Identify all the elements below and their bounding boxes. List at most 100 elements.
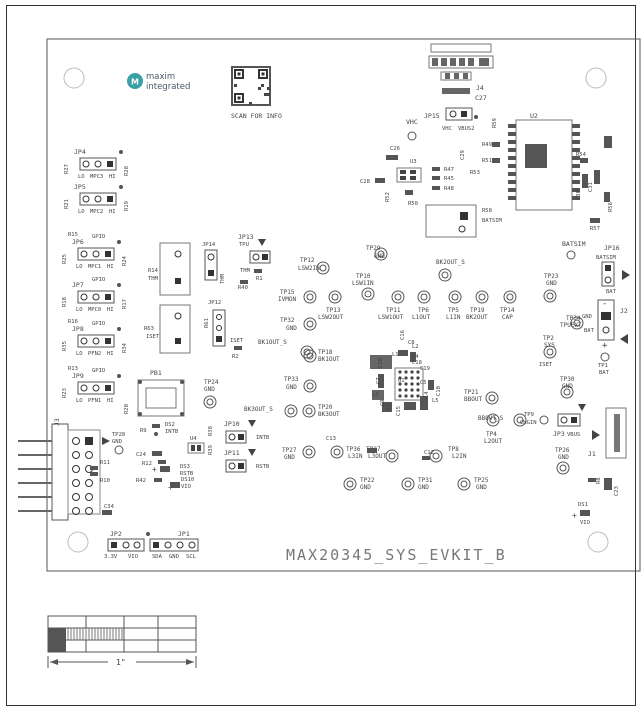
jumper-jp11[interactable] (225, 459, 247, 473)
testpoint-bbout_s[interactable]: BBOUT_S (478, 413, 527, 427)
connector-j2[interactable] (597, 299, 615, 341)
label-jp4-hi: HI (109, 174, 116, 180)
label-r52: R52 (385, 192, 391, 202)
label-l2out: L2OUT (484, 438, 502, 445)
jumper-jp13[interactable] (249, 250, 271, 264)
label-iset2: ISET (539, 362, 553, 368)
label-vio: VIO (128, 554, 138, 560)
label-rstb: RSTB (256, 464, 270, 470)
label-tp33: TP33 (284, 376, 299, 383)
label-jp9: JP9 (72, 372, 84, 380)
label-r58: R58 (482, 208, 492, 214)
label-thm-r14: THM (148, 276, 159, 282)
testpoint-tp28[interactable] (114, 445, 124, 455)
label-bbout: BBOUT (464, 396, 482, 403)
label-c5: C5 (420, 380, 427, 386)
label-c9: C9 (380, 399, 386, 406)
label-pb1: PB1 (150, 369, 162, 377)
label-r14: R14 (148, 268, 159, 274)
label-gnd32: GND (286, 325, 297, 332)
label-u3: U3 (410, 159, 417, 165)
jumper-jp2[interactable] (107, 538, 145, 552)
maxim-logo: M maxim integrated (127, 72, 190, 92)
testpoint-vhc[interactable] (407, 131, 417, 141)
mounting-hole (587, 531, 609, 553)
board-outline (46, 38, 641, 572)
label-intb: INTB (256, 435, 270, 441)
label-jp8: JP8 (72, 325, 84, 333)
jumper-jp10[interactable] (225, 430, 247, 444)
label-tp22: TP22 (360, 477, 375, 484)
mounting-hole (63, 67, 85, 89)
jumper-jp3[interactable] (557, 413, 581, 427)
label-gnd-tp28: GND (112, 439, 122, 445)
label-lsw1out: LSW1OUT (378, 314, 404, 321)
label-l3out: L3OUT (368, 453, 386, 460)
testpoint-tp9[interactable] (539, 415, 549, 425)
label-r12: R12 (142, 461, 152, 467)
label-l2: L2 (412, 344, 419, 350)
jumper-jp16[interactable] (601, 261, 615, 287)
cap-c27-body (442, 88, 470, 94)
label-resistor-r35: R35 (62, 341, 68, 351)
jumper-jp12[interactable] (212, 309, 226, 347)
jumper-jp15[interactable] (445, 107, 473, 121)
label-c7: C7 (376, 377, 382, 384)
label-jp12: JP12 (208, 300, 221, 306)
label-c24: C24 (136, 452, 147, 458)
testpoint-bk1out_s[interactable]: BK1OUT_S (258, 339, 314, 359)
label-jp6-lo: LO (76, 264, 83, 270)
testpoint-batsim[interactable] (566, 250, 576, 260)
pushbutton-pb1[interactable] (137, 379, 185, 417)
jumper-jp14[interactable] (204, 249, 218, 281)
label-u2: U2 (530, 112, 538, 120)
label-l2in: L2IN (452, 453, 467, 460)
testpoint-tp1[interactable] (600, 352, 610, 362)
label-jp7-gpio: GPIO (92, 277, 105, 283)
usb-connector-j1[interactable] (605, 407, 627, 459)
testpoint-bk3out_s[interactable]: BK3OUT_S (244, 404, 298, 418)
label-tp29: TP29 (366, 245, 381, 252)
label-tp27: TP27 (282, 447, 297, 454)
jumper-jp1[interactable] (149, 538, 199, 552)
header-j3[interactable] (51, 423, 69, 521)
testpoint-bk2out_s[interactable]: BK2OUT_S (436, 259, 465, 282)
label-gnd33: GND (286, 384, 297, 391)
label-thm-jp13: THM (240, 268, 251, 274)
label-l1in: L1IN (446, 314, 461, 321)
